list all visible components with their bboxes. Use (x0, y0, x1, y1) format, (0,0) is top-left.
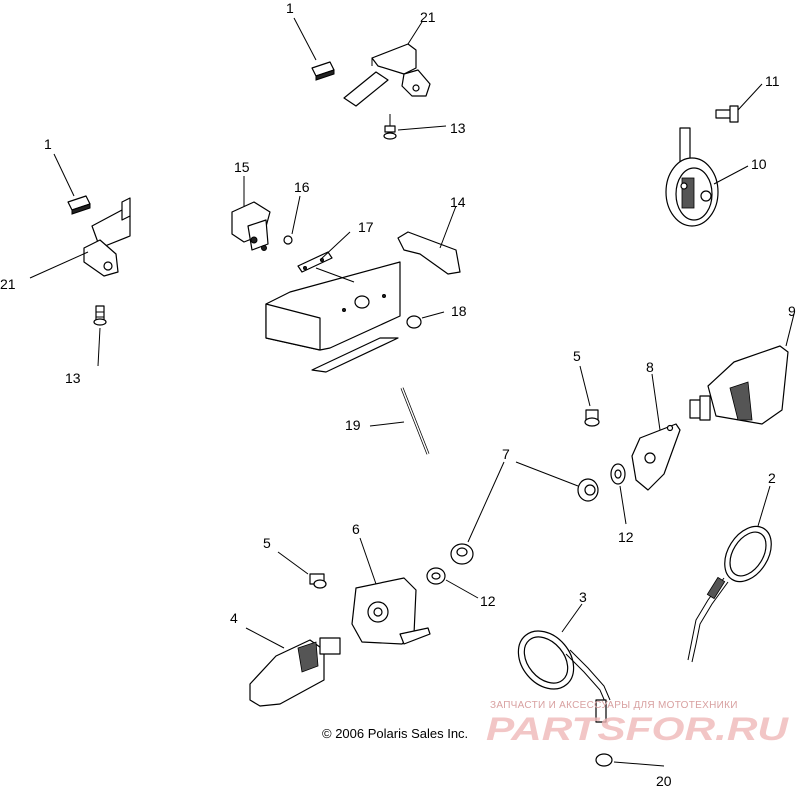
callout-5-right: 5 (573, 348, 581, 364)
callout-9: 9 (788, 303, 796, 319)
callout-4: 4 (230, 610, 238, 626)
callout-8: 8 (646, 359, 654, 375)
pad-1-left (67, 195, 91, 215)
horn-10 (665, 127, 719, 227)
callout-1-left: 1 (44, 136, 52, 152)
bolt-13-top (383, 114, 397, 140)
pad-1-top (311, 61, 335, 81)
nut-16 (283, 235, 293, 245)
switch-15 (231, 201, 271, 251)
washer-12-right (610, 463, 626, 485)
callout-21-top: 21 (420, 9, 436, 25)
screw-5-left (309, 573, 327, 589)
nut-7-left (450, 543, 474, 565)
callout-1-top: 1 (286, 0, 294, 16)
callout-14: 14 (450, 194, 466, 210)
bracket-8 (631, 423, 681, 491)
washer-12-left (426, 567, 446, 585)
plate-17 (297, 251, 333, 273)
callout-13-top: 13 (450, 120, 466, 136)
callout-7: 7 (502, 446, 510, 462)
callout-20: 20 (656, 773, 672, 789)
callout-16: 16 (294, 179, 310, 195)
callout-15: 15 (234, 159, 250, 175)
nut-18 (406, 315, 422, 329)
bolt-13-left (93, 305, 107, 326)
watermark-tagline: ЗАПЧАСТИ И АКСЕССУАРЫ ДЛЯ МОТОТЕХНИКИ (490, 700, 738, 711)
mirror-2 (687, 525, 772, 663)
turn-signal-4 (249, 637, 341, 707)
cable-tie-19 (400, 387, 430, 455)
callout-12-right: 12 (618, 529, 634, 545)
screw-5-right (584, 409, 600, 427)
callout-10: 10 (751, 156, 767, 172)
callout-13-left: 13 (65, 370, 81, 386)
callout-12-left: 12 (480, 593, 496, 609)
bracket-6 (351, 577, 431, 645)
nut-20 (595, 753, 613, 767)
mounting-bracket-14 (265, 231, 461, 373)
watermark-brand: PARTSFOR.RU (486, 711, 789, 747)
callout-3: 3 (579, 589, 587, 605)
callout-17: 17 (358, 219, 374, 235)
callout-2: 2 (768, 470, 776, 486)
bolt-11 (715, 105, 739, 123)
callout-18: 18 (451, 303, 467, 319)
bracket-21-top (343, 43, 431, 107)
copyright-text: © 2006 Polaris Sales Inc. (322, 726, 468, 741)
callout-19: 19 (345, 417, 361, 433)
callout-5-left: 5 (263, 535, 271, 551)
callout-11: 11 (765, 73, 780, 89)
callout-21-left: 21 (0, 276, 16, 292)
turn-signal-9 (689, 345, 789, 425)
leader-lines (29, 17, 795, 767)
callout-6: 6 (352, 521, 360, 537)
nut-7-right (577, 478, 599, 502)
bracket-21-left (83, 197, 131, 277)
mirror-3 (517, 630, 611, 723)
